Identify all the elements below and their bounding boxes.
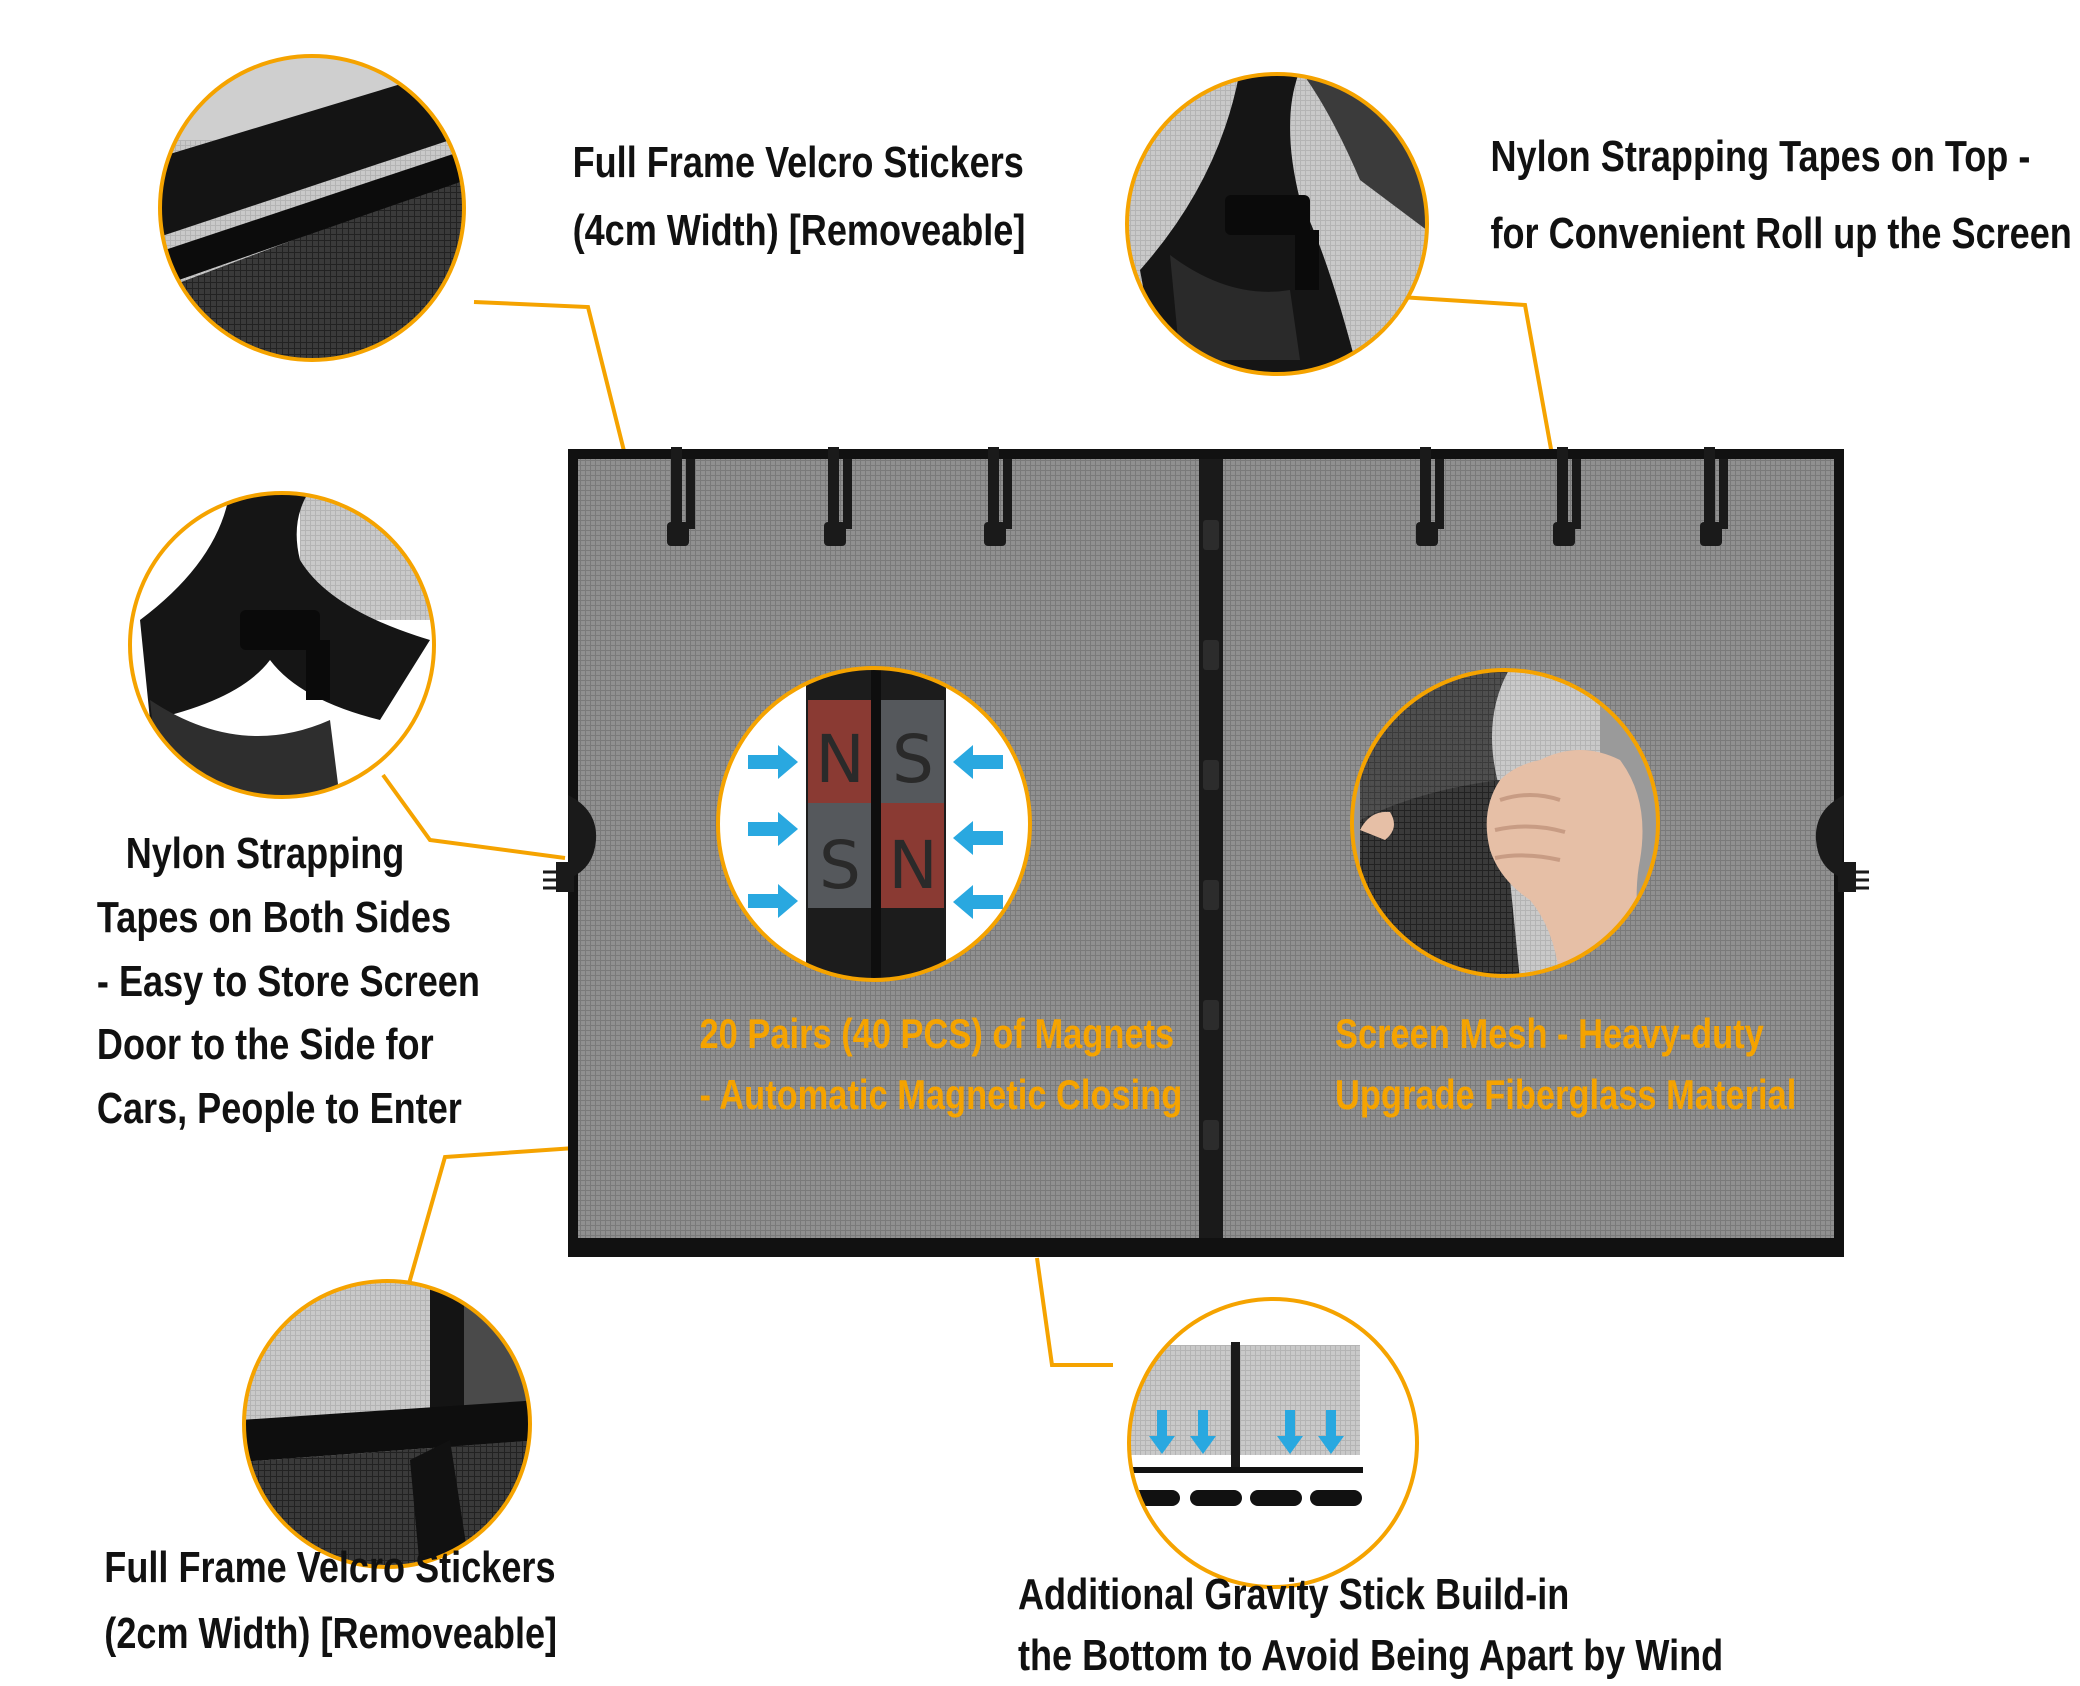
top-strap xyxy=(1416,447,1444,546)
leader-straps-side xyxy=(381,773,566,860)
callout-line: 20 Pairs (40 PCS) of Magnets xyxy=(699,1010,1175,1057)
top-strap-tapes xyxy=(667,447,1728,546)
hand-shape xyxy=(1486,750,1650,976)
top-strap xyxy=(1553,447,1581,546)
magnet-letter: S xyxy=(819,827,861,904)
magnet-right-bottom xyxy=(881,803,944,908)
callout-line: Screen Mesh - Heavy-duty xyxy=(1335,1010,1764,1057)
leader-velcro-top xyxy=(473,300,627,456)
screen-door xyxy=(543,447,1869,1257)
magnets-circle: N S S N xyxy=(716,666,1032,982)
callout-line: - Automatic Magnetic Closing xyxy=(699,1070,1183,1118)
callout-magnets: 20 Pairs (40 PCS) of Magnets - Automatic… xyxy=(699,1004,1183,1126)
callout-velcro-4cm: Full Frame Velcro Stickers (4cm Width) [… xyxy=(572,129,1026,265)
velcro-2cm-circle xyxy=(242,1279,532,1569)
callout-line: Tapes on Both Sides xyxy=(96,892,452,942)
callout-line: Upgrade Fiberglass Material xyxy=(1335,1070,1797,1118)
top-strap-circle xyxy=(1125,72,1429,376)
callout-line: Full Frame Velcro Stickers xyxy=(104,1543,556,1592)
magnet-left-bottom xyxy=(808,803,871,908)
magnetic-seam xyxy=(1199,459,1223,1238)
magnet-right-top xyxy=(881,700,944,803)
magnet-letter: S xyxy=(892,721,934,798)
magnet-left-top xyxy=(808,700,871,803)
callout-mesh: Screen Mesh - Heavy-duty Upgrade Fibergl… xyxy=(1335,1004,1797,1126)
callout-line: Door to the Side for xyxy=(96,1020,434,1070)
magnet-letter: N xyxy=(888,827,937,904)
callout-line: (4cm Width) [Removeable] xyxy=(572,206,1026,256)
side-strap-right xyxy=(1815,795,1869,892)
leader-velcro-bottom xyxy=(406,1146,576,1288)
callout-line: (2cm Width) [Removeable] xyxy=(104,1609,558,1658)
callout-line: the Bottom to Avoid Being Apart by Wind xyxy=(1018,1630,1724,1680)
leader-straps-top xyxy=(1399,295,1564,511)
mesh-hand-circle xyxy=(1350,668,1660,978)
top-strap xyxy=(984,447,1012,546)
top-strap xyxy=(667,447,695,546)
leader-gravity xyxy=(1035,1257,1113,1367)
callout-line: Nylon Strapping Tapes on Top - xyxy=(1490,132,2031,181)
magnet-letter: N xyxy=(815,721,864,798)
callout-line: Nylon Strapping xyxy=(125,829,405,878)
top-strap xyxy=(1700,447,1728,546)
callout-line: Cars, People to Enter xyxy=(96,1084,462,1134)
callout-line: Additional Gravity Stick Build-in xyxy=(1018,1570,1570,1619)
callout-line: - Easy to Store Screen xyxy=(96,956,480,1006)
callout-velcro-2cm: Full Frame Velcro Stickers (2cm Width) [… xyxy=(104,1535,558,1667)
velcro-4cm-circle xyxy=(158,54,466,362)
gravity-stick-circle xyxy=(1127,1297,1419,1589)
seam-magnets xyxy=(1203,520,1219,1150)
callout-side-straps: Nylon Strapping Tapes on Both Sides - Ea… xyxy=(96,822,480,1141)
callout-top-straps: Nylon Strapping Tapes on Top - for Conve… xyxy=(1490,118,2080,272)
callout-line: Full Frame Velcro Stickers xyxy=(572,138,1024,187)
callout-line: for Convenient Roll up the Screen Door xyxy=(1490,209,2080,258)
side-strap-circle xyxy=(128,491,436,799)
callout-gravity-stick: Additional Gravity Stick Build-in the Bo… xyxy=(1018,1565,1723,1686)
top-strap xyxy=(824,447,852,546)
side-strap-left xyxy=(543,795,597,892)
